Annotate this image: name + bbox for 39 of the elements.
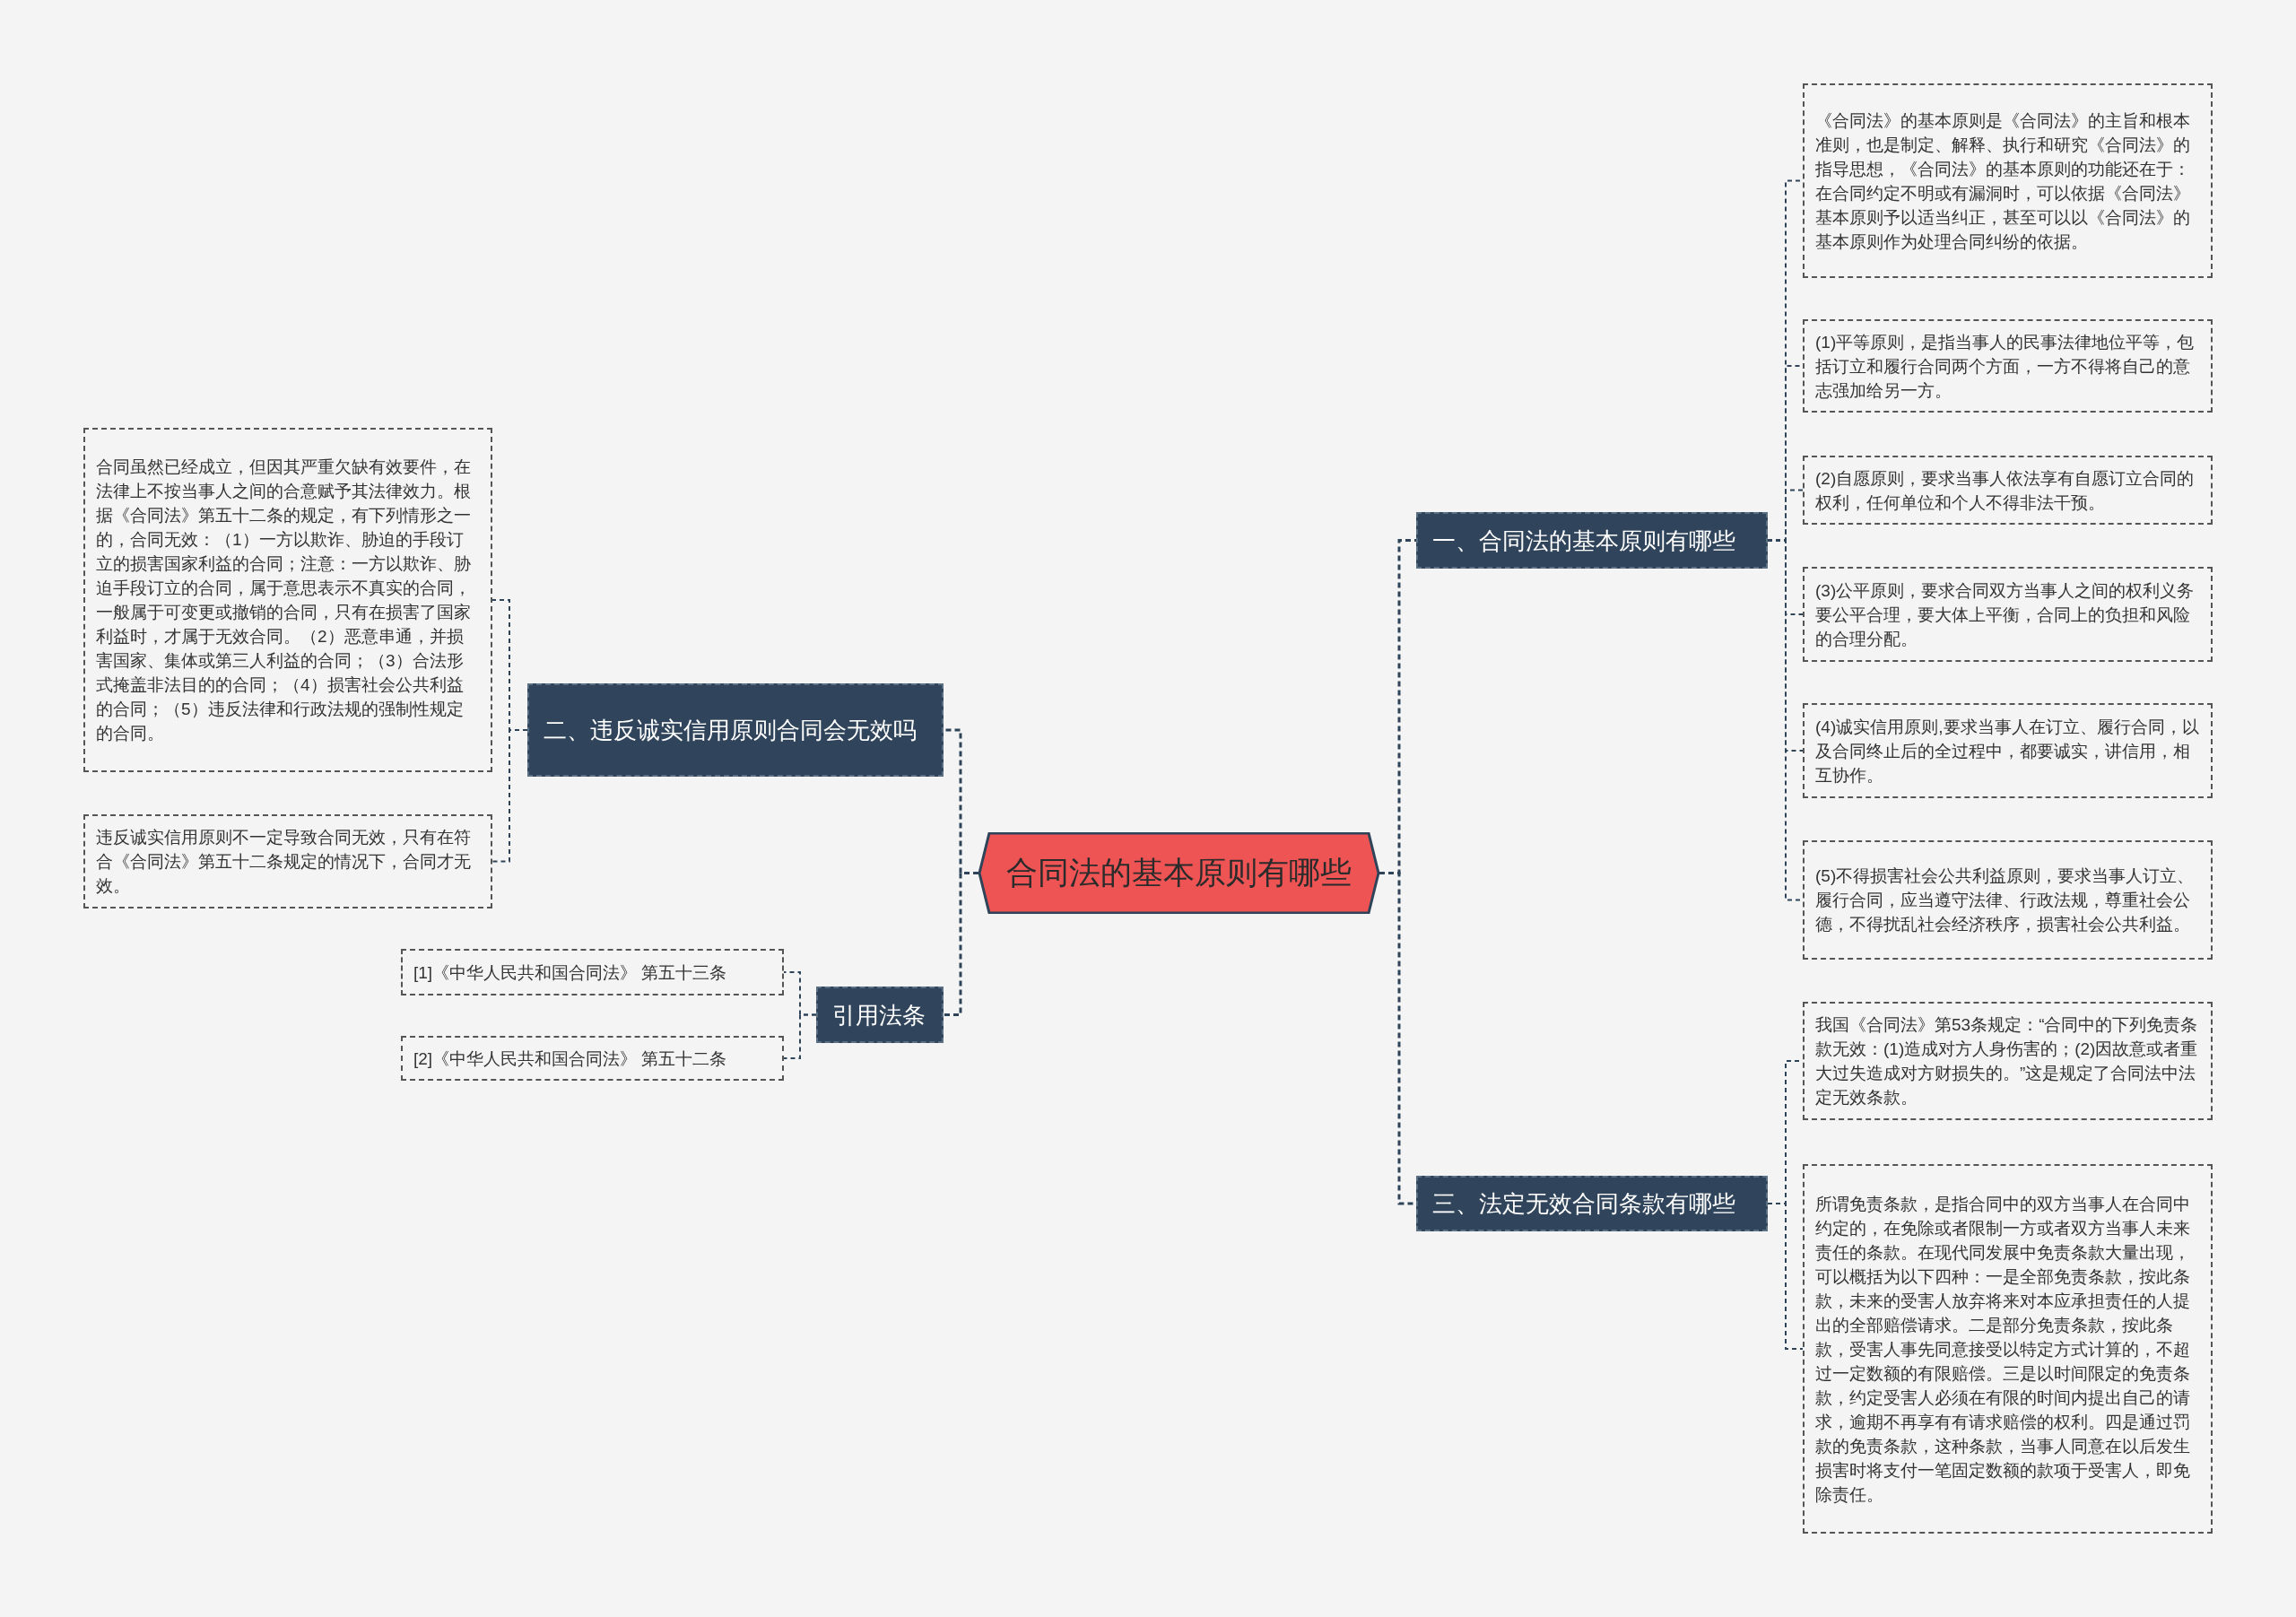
note-box <box>1803 840 2213 960</box>
topic-box <box>816 987 944 1043</box>
connector-line <box>1767 1203 1804 1350</box>
topic-box <box>527 683 944 777</box>
connector-line <box>783 1013 817 1059</box>
note-text: (5)不得损害社会公共利益原则，要求当事人订立、履行合同，应当遵守法律、行政法规，尊重社会公德，不得扰乱社会经济秩序，损害社会公共利益。 <box>1815 865 2196 935</box>
note-text: 《合同法》的基本原则是《合同法》的主旨和根本准则，也是制定、解释、执行和研究《合同法》的指导思想，《合同法》的基本原则的功能还在于：在合同约定不明或有漏洞时，可以依据《合同法》基本原则予以适当纠正，甚至可以以《合同法》的基本原则作为处理合同纠纷的依据。 <box>1815 109 2191 253</box>
note-text: 我国《合同法》第53条规定：“合同中的下列免责条款无效：(1)造成对方人身伤害的；(2)因故意或者重大过失造成对方财损失的。”这是规定了合同法中法定无效条款。 <box>1815 1014 2199 1108</box>
note-box <box>83 814 492 908</box>
note-box <box>1803 1002 2213 1120</box>
root-title: 合同法的基本原则有哪些 <box>1006 854 1352 892</box>
topic-box <box>1416 512 1768 569</box>
note-text: [2]《中华人民共和国合同法》 第五十二条 <box>413 1048 728 1070</box>
topic-label: 三、法定无效合同条款有哪些 <box>1432 1189 1736 1219</box>
note-box <box>401 949 784 995</box>
note-text: (3)公平原则，要求合同双方当事人之间的权利义务要公平合理，要大体上平衡，合同上的负担和风险的合理分配。 <box>1815 579 2196 650</box>
connector-line <box>491 729 528 863</box>
note-box <box>1803 319 2213 413</box>
topic-box <box>1416 1176 1768 1231</box>
note-text: (1)平等原则，是指当事人的民事法律地位平等，包括订立和履行合同两个方面，一方不得将自己的意志强加给另一方。 <box>1815 331 2196 402</box>
topic-label: 二、违反诚实信用原则合同会无效吗 <box>544 716 918 745</box>
topic-label: 引用法条 <box>832 1000 926 1030</box>
hexagon-node <box>978 832 1379 914</box>
topic-label: 一、合同法的基本原则有哪些 <box>1432 526 1736 556</box>
connector-line <box>1379 872 1416 1205</box>
note-text: 违反诚实信用原则不一定导致合同无效，只有在符合《合同法》第五十二条规定的情况下，合同才无效。 <box>96 827 472 897</box>
connector-line <box>944 872 978 1016</box>
note-box <box>83 428 492 772</box>
note-text: 所谓免责条款，是指合同中的双方当事人在合同中约定的，在免除或者限制一方或者双方当事人未来责任的条款。在现代同发展中免责条款大量出现，可以概括为以下四种：一是全部免责条款，按此条款，未来的受害人放弃将来对本应承担责任的人提出的全部赔偿请求。二是部分免责条款，按此条款，受害人事先同意接受以特定方式计算的，不超过一定数额的有限赔偿。三是以时间限定的免责条款，约定受害人必须在有限的时间内提出自己的请求，逾期不再享有有请求赔偿的权利。四是通过罚款的免责条款，这种条款，当事人同意在以后发生损害时将支付一笔固定数额的款项于受害人，即免除责任。 <box>1815 1193 2191 1506</box>
note-box <box>401 1036 784 1081</box>
note-text: (2)自愿原则，要求当事人依法享有自愿订立合同的权利，任何单位和个人不得非法干预。 <box>1815 467 2196 514</box>
note-text: [1]《中华人民共和国合同法》 第五十三条 <box>413 961 728 984</box>
note-box <box>1803 703 2213 798</box>
note-box <box>1803 456 2213 525</box>
note-text: 合同虽然已经成立，但因其严重欠缺有效要件，在法律上不按当事人之间的合意赋予其法律效力。根据《合同法》第五十二条的规定，有下列情形之一的，合同无效：（1）一方以欺诈、胁迫的手段订立的损害国家利益的合同；注意：一方以欺诈、胁迫手段订立的合同，属于意思表示不真实的合同，一般属于可变更或撤销的合同，只有在损害了国家利益时，才属于无效合同。（2）恶意串通，并损害国家、集体或第三人利益的合同；（3）合法形式掩盖非法目的的合同；（4）损害社会公共利益的合同；（5）违反法律和行政法规的强制性规定的合同。 <box>96 456 472 744</box>
note-box <box>1803 1164 2213 1534</box>
note-text: (4)诚实信用原则,要求当事人在订立、履行合同，以及合同终止后的全过程中，都要诚实，讲信用，相互协作。 <box>1815 716 2200 787</box>
note-box <box>1803 83 2213 278</box>
note-box <box>1803 567 2213 662</box>
